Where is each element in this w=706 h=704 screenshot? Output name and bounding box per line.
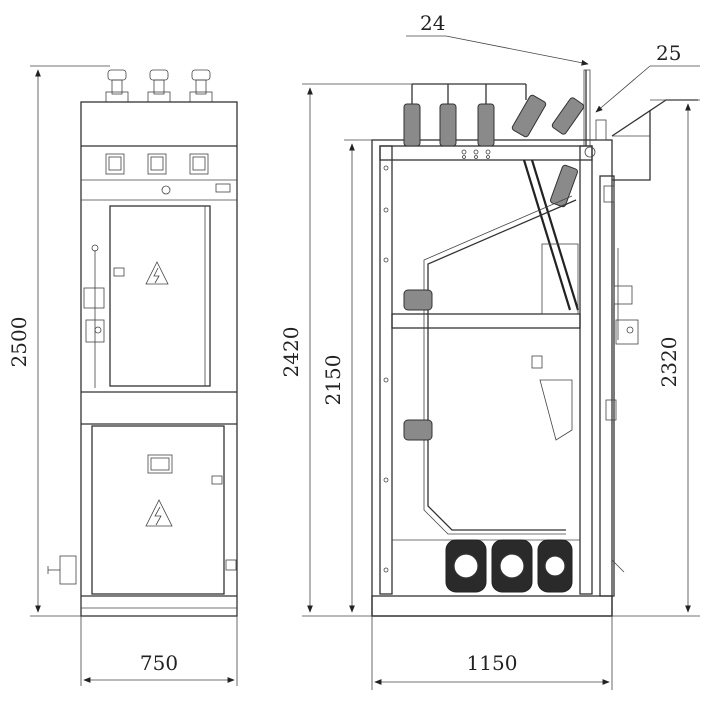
lower-insulator [403, 419, 433, 441]
current-transformers [445, 539, 573, 593]
internal-busbar [427, 199, 577, 531]
high-voltage-warning-icon [145, 261, 169, 285]
front-cabinet-outline [80, 101, 238, 617]
side-view [371, 69, 698, 617]
dim-side-right-height-label: 2320 [657, 337, 681, 388]
front-upper-door [109, 205, 211, 387]
dim-side-right-height: 2320 [612, 99, 700, 617]
dim-side-total-height-label: 2420 [279, 327, 303, 378]
front-left-mechanism [83, 244, 125, 388]
top-insulators [403, 83, 527, 147]
dim-front-width-label: 750 [140, 651, 178, 675]
callout-24-label: 24 [420, 11, 445, 35]
high-voltage-warning-icon [145, 499, 173, 527]
side-frame-outline [371, 139, 613, 617]
dim-side-depth: 1150 [371, 616, 613, 690]
dim-side-depth-label: 1150 [467, 651, 518, 675]
top-bushings [105, 69, 213, 103]
dim-side-frame-height-label: 2150 [321, 355, 345, 406]
indicator-windows [105, 153, 209, 175]
dim-front-height: 2500 [7, 65, 110, 617]
dim-side-frame-height: 2150 [321, 139, 372, 613]
callout-25-label: 25 [656, 41, 681, 65]
front-view [47, 69, 238, 617]
top-cable-duct [611, 99, 698, 137]
side-front-mechanism [603, 185, 639, 573]
dim-front-height-label: 2500 [7, 317, 31, 368]
front-lower-left-fitting [47, 555, 77, 585]
callout-25: 25 [595, 41, 700, 113]
dim-side-total-height: 2420 [279, 83, 412, 617]
dim-front-width: 750 [80, 616, 238, 686]
front-knob [161, 185, 171, 195]
disconnector-assembly [511, 69, 607, 311]
frame-holes [383, 149, 491, 573]
mid-insulator [403, 289, 433, 311]
front-lower-door [91, 425, 225, 595]
callout-24: 24 [406, 11, 589, 66]
